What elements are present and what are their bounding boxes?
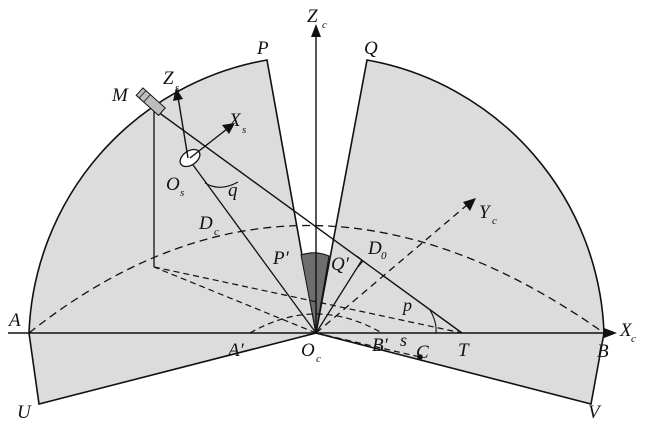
label-u: U	[17, 402, 32, 423]
xs-axis-arrowhead	[222, 123, 235, 134]
label-v: V	[588, 402, 602, 423]
label-a-prime: A′	[226, 340, 245, 361]
label-dc-main: D	[198, 213, 213, 234]
label-p-angle: p	[401, 295, 412, 315]
line-oc-to-q-prime	[315, 259, 363, 334]
line-oc-to-c-dashed	[315, 332, 421, 358]
label-p-prime: P′	[272, 248, 290, 269]
label-b: B	[597, 341, 609, 362]
label-d0-sub: 0	[381, 250, 387, 262]
xc-axis-arrowhead	[604, 328, 617, 338]
left-sector-region	[28, 59, 317, 405]
label-oc-main: O	[301, 340, 315, 361]
label-yc-sub: c	[492, 215, 497, 227]
inner-dashed-ellipse	[249, 313, 383, 334]
label-zc-sub: c	[322, 19, 327, 31]
label-xc-main: X	[619, 320, 633, 341]
label-m: M	[111, 85, 129, 106]
outer-dashed-ellipse	[28, 224, 605, 334]
label-xc-sub: c	[631, 333, 636, 345]
label-oc-sub: c	[316, 353, 321, 365]
label-d0-main: D	[367, 238, 382, 259]
line-oc-to-projection	[153, 266, 317, 334]
label-q-angle: q	[228, 180, 238, 201]
dark-wedge-region	[300, 252, 330, 334]
zs-axis-line	[177, 96, 189, 159]
label-q: Q	[364, 38, 378, 59]
yc-axis-line	[315, 204, 468, 334]
label-os-sub: s	[180, 187, 184, 199]
label-s: s	[400, 330, 407, 350]
label-yc-main: Y	[479, 202, 492, 223]
label-b-prime: B′	[372, 335, 389, 356]
label-zs-main: Z	[163, 68, 174, 89]
right-angle-marker	[356, 255, 364, 268]
angle-p-arc	[429, 309, 437, 334]
zc-axis-arrowhead	[311, 24, 321, 37]
label-t: T	[458, 340, 470, 361]
label-zs-sub: s	[175, 82, 179, 94]
label-xs-main: X	[228, 110, 242, 131]
point-c-dot	[417, 354, 423, 360]
label-q-prime: Q′	[331, 254, 350, 275]
label-os-main: O	[166, 174, 180, 195]
right-sector-region	[315, 59, 605, 405]
sensor-probe-icon	[135, 87, 166, 117]
angle-q-arc	[204, 181, 239, 188]
line-projection-to-t	[153, 266, 463, 334]
xs-axis-line	[189, 128, 228, 159]
label-xs-sub: s	[242, 124, 246, 136]
zs-axis-arrowhead	[173, 88, 183, 101]
label-c: C	[416, 342, 429, 363]
label-zc-main: Z	[307, 6, 318, 27]
label-dc-sub: c	[214, 226, 219, 238]
label-p: P	[256, 38, 269, 59]
yc-axis-arrowhead	[463, 198, 476, 211]
label-a: A	[7, 310, 21, 331]
